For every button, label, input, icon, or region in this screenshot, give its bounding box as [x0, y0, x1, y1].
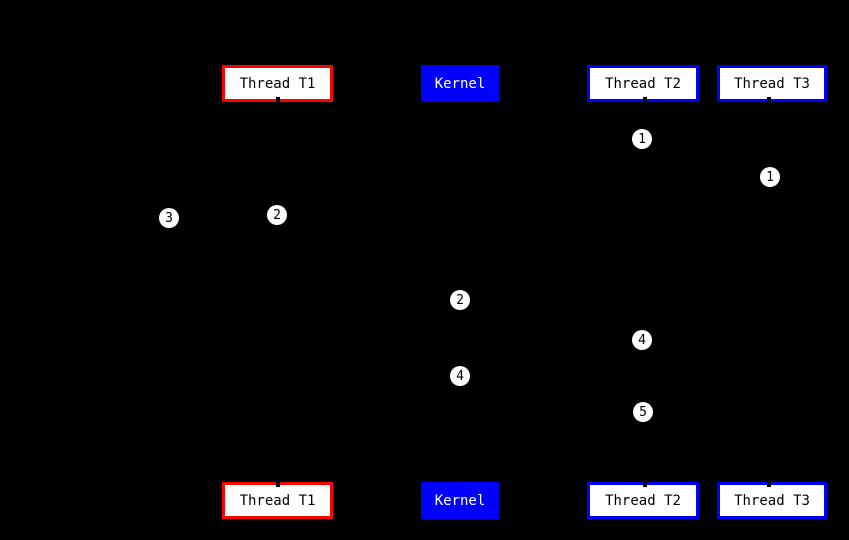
event-marker-label: 1	[766, 169, 774, 185]
entity-label: Thread T1	[239, 492, 316, 509]
event-marker-1: 1	[632, 129, 652, 149]
entity-box-thread-t2-bottom: Thread T2	[587, 482, 699, 519]
event-marker-2: 2	[450, 290, 470, 310]
event-marker-2: 2	[267, 205, 287, 225]
entity-box-thread-t1-bottom: Thread T1	[222, 482, 333, 519]
event-marker-label: 4	[456, 368, 464, 384]
lifeline-thread-t3	[767, 97, 771, 487]
event-marker-label: 3	[165, 210, 173, 226]
entity-box-thread-t3-top: Thread T3	[717, 65, 827, 102]
event-marker-4: 4	[632, 330, 652, 350]
lifeline-thread-t2	[643, 97, 647, 487]
event-marker-5: 5	[633, 402, 653, 422]
entity-label: Kernel	[434, 492, 486, 509]
event-marker-label: 4	[638, 332, 646, 348]
entity-box-kernel-top: Kernel	[421, 65, 499, 102]
event-marker-4: 4	[450, 366, 470, 386]
event-marker-label: 5	[639, 404, 647, 420]
entity-label: Thread T1	[239, 75, 316, 92]
entity-box-kernel-bottom: Kernel	[421, 482, 499, 519]
entity-box-thread-t3-bottom: Thread T3	[717, 482, 827, 519]
lifeline-thread-t1	[276, 97, 280, 487]
entity-label: Thread T2	[605, 75, 681, 92]
entity-label: Thread T3	[734, 75, 810, 92]
entity-label: Thread T2	[605, 492, 681, 509]
event-marker-1: 1	[760, 167, 780, 187]
entity-label: Thread T3	[734, 492, 810, 509]
event-marker-label: 1	[638, 131, 646, 147]
event-marker-label: 2	[273, 207, 281, 223]
event-marker-label: 2	[456, 292, 464, 308]
entity-label: Kernel	[434, 75, 486, 92]
event-marker-3: 3	[159, 208, 179, 228]
